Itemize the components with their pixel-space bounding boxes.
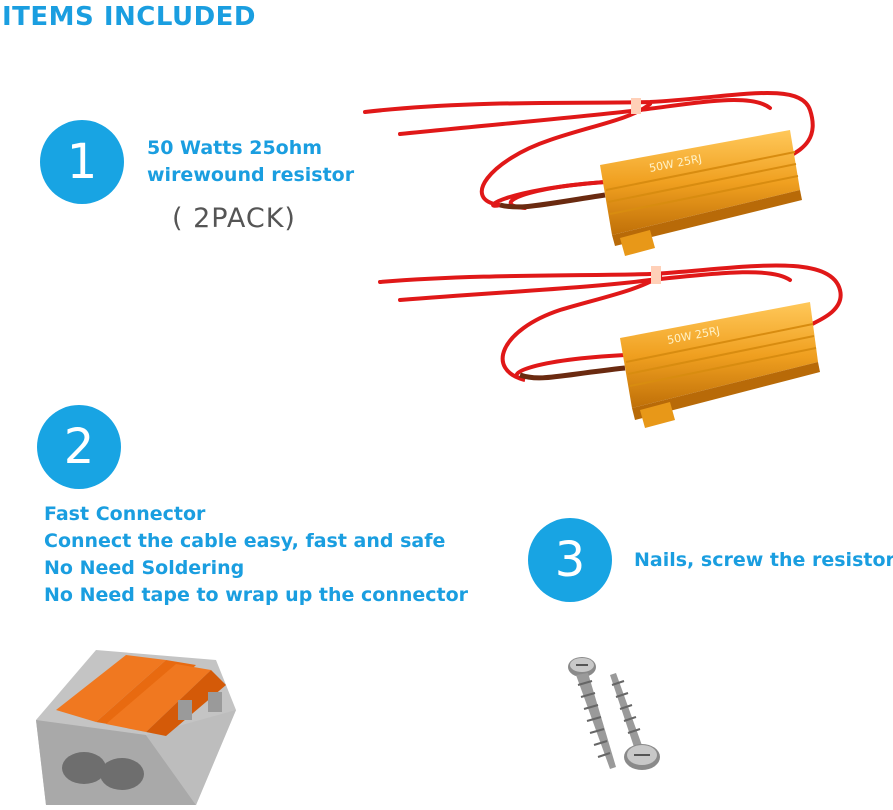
item-1-title-line1: 50 Watts 25ohm xyxy=(147,137,323,159)
item-2-line-4: No Need tape to wrap up the connector xyxy=(44,584,469,606)
item-2-line-2: Connect the cable easy, fast and safe xyxy=(44,530,446,552)
screw-1 xyxy=(568,657,616,769)
item-3-text: Nails, screw the resistor xyxy=(634,549,893,571)
bottom-resistor-body: 50W 25RJ xyxy=(620,302,820,428)
item-1-pack-count: ( 2PACK) xyxy=(172,203,296,234)
item-1-number-badge: 1 xyxy=(40,120,124,204)
item-2-line-1: Fast Connector xyxy=(44,503,206,525)
item-2-number-badge: 2 xyxy=(37,405,121,489)
wire-connector-image xyxy=(36,650,236,805)
item-1-title-line2: wirewound resistor xyxy=(147,164,355,186)
bottom-resistor-wires xyxy=(378,263,843,382)
item-2-line-3: No Need Soldering xyxy=(44,557,245,579)
screw-2 xyxy=(610,673,660,770)
resistor-image: 50W 25RJ 50W 25RJ xyxy=(363,90,843,428)
item-3-number-badge: 3 xyxy=(528,518,612,602)
page-heading: ITEMS INCLUDED xyxy=(2,2,257,32)
top-resistor-body: 50W 25RJ xyxy=(600,130,802,256)
screw-image xyxy=(568,657,660,770)
